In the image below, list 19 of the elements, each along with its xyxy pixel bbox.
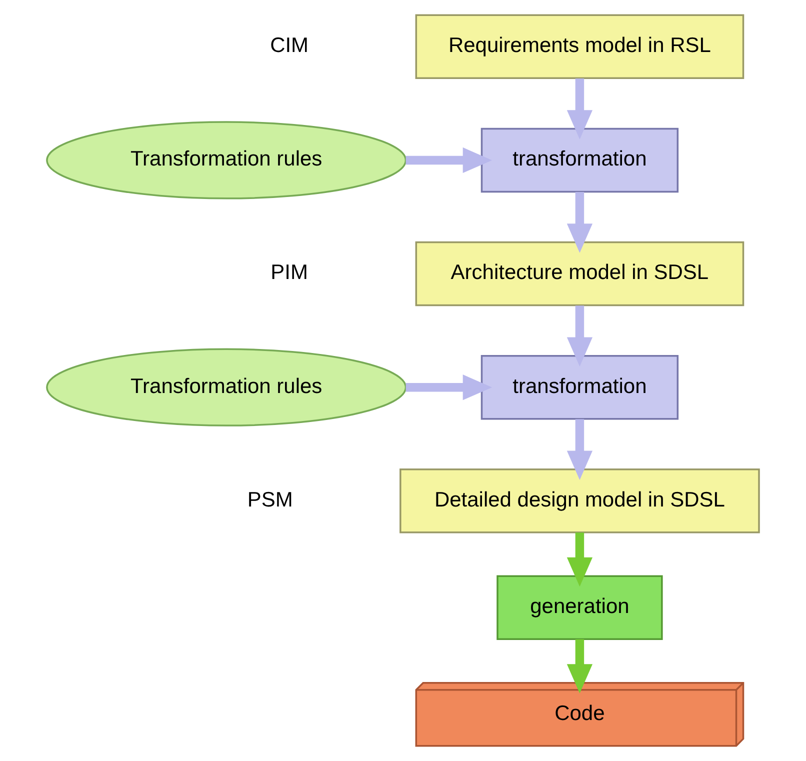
arrow: [406, 374, 492, 400]
arrow: [566, 639, 593, 694]
label: PIM: [270, 261, 308, 284]
label: CIM: [270, 34, 309, 58]
arrow: [566, 192, 592, 253]
arrow: [406, 147, 492, 174]
label: PSM: [247, 488, 293, 512]
node-box: Architecture model in SDSL: [415, 241, 744, 306]
node-box: Detailed design model in SDSL: [400, 468, 760, 534]
node-ellipse: Transformation rules: [46, 121, 407, 200]
arrow: [566, 78, 592, 140]
node-box: transformation: [480, 355, 679, 420]
node-box: transformation: [480, 128, 679, 193]
node-box: generation: [496, 575, 663, 640]
node-ellipse: Transformation rules: [46, 348, 407, 426]
node-box: Requirements model in RSL: [415, 14, 744, 80]
arrow: [566, 306, 592, 366]
arrow: [566, 532, 592, 587]
arrow: [566, 419, 592, 480]
